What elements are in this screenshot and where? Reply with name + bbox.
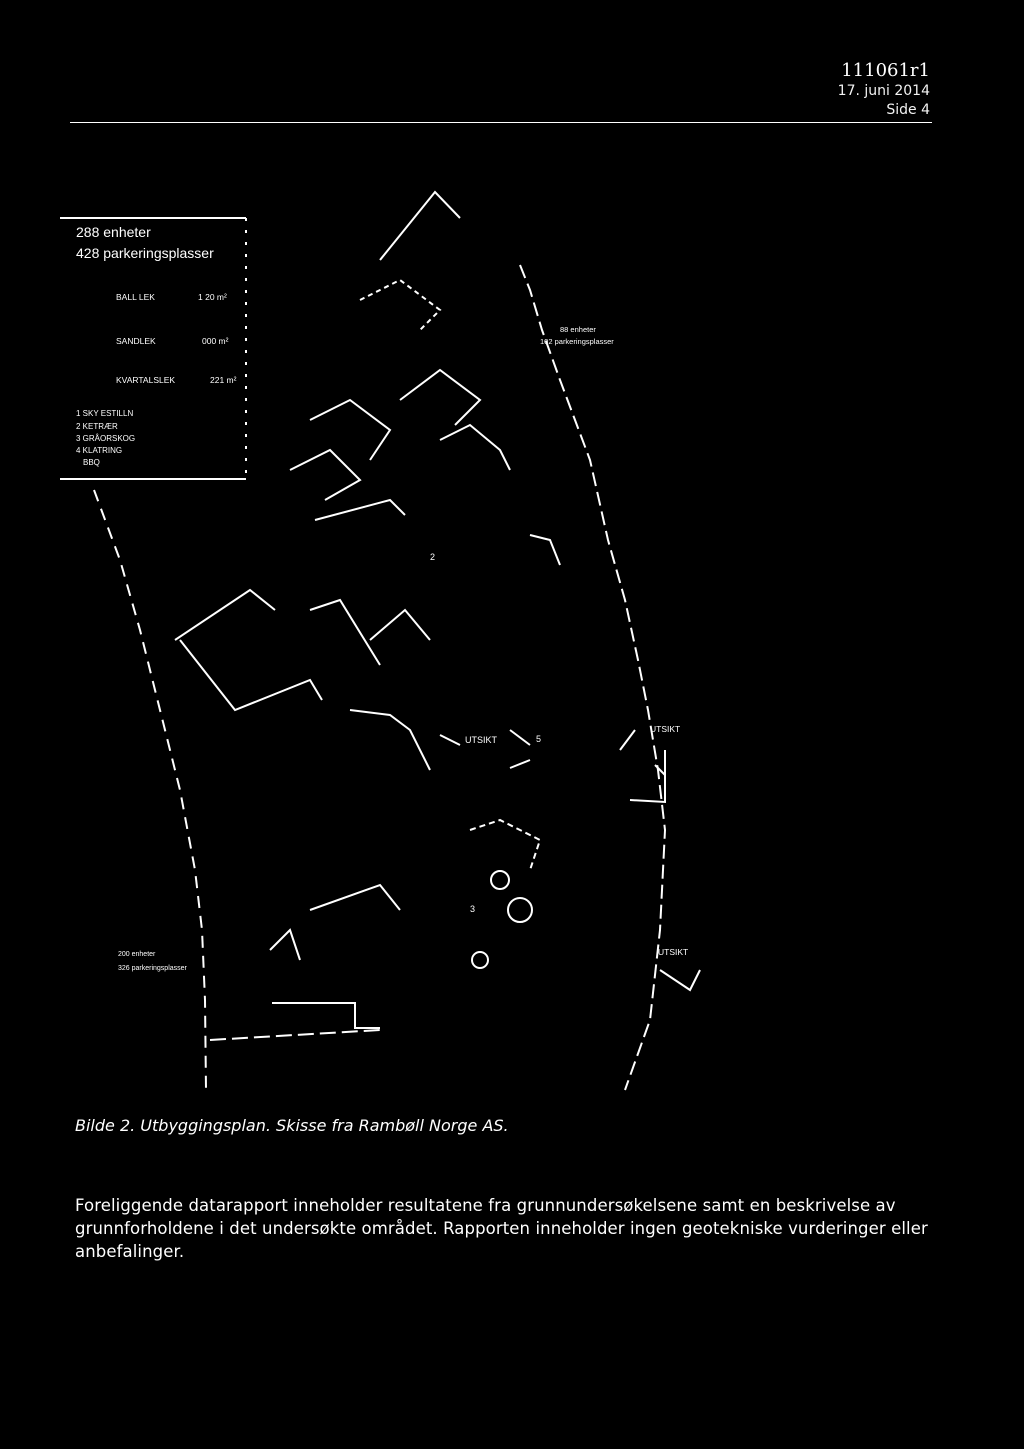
legend-item-sandlek: SANDLEK xyxy=(116,336,156,346)
building-north-4 xyxy=(439,423,511,471)
view-label-central: UTSIKT xyxy=(465,735,498,745)
marker-3: 3 xyxy=(470,904,475,914)
legend-area-sandlek: 000 m² xyxy=(202,336,229,346)
building-south-4 xyxy=(209,1029,381,1041)
marker-5: 5 xyxy=(536,734,541,744)
north-area-units: 88 enheter xyxy=(560,325,596,334)
building-central-1 xyxy=(174,588,276,641)
page-header: 111061r1 17. juni 2014 Side 4 xyxy=(838,60,930,120)
building-north-2 xyxy=(399,368,482,426)
south-area-parking: 326 parkeringsplasser xyxy=(118,965,188,972)
site-plan-drawing: 288 enheter 428 parkeringsplasser BALL L… xyxy=(60,190,701,1091)
north-area-parking: 102 parkeringsplasser xyxy=(540,337,614,346)
view-arrow-central-icon xyxy=(509,729,531,769)
boundary-east-line xyxy=(519,264,667,1091)
tree-cluster-north xyxy=(529,534,561,566)
building-south-2 xyxy=(269,928,301,961)
building-central-3 xyxy=(309,598,381,666)
legend-parking-summary: 428 parkeringsplasser xyxy=(76,245,214,261)
header-rule xyxy=(70,122,932,123)
view-arrow-east-icon xyxy=(619,729,666,776)
legend-area-kvartalslek: 221 m² xyxy=(210,375,237,385)
body-paragraph: Foreliggende datarapport inneholder resu… xyxy=(75,1196,928,1261)
legend-units-summary: 288 enheter xyxy=(76,224,151,240)
marker-2: 2 xyxy=(430,552,435,562)
building-central-2 xyxy=(179,639,323,712)
building-north-1 xyxy=(309,398,392,461)
building-north-3 xyxy=(289,448,362,501)
page-number: Side 4 xyxy=(886,102,930,118)
boundary-west-line xyxy=(93,489,207,1091)
tree-south-2 xyxy=(490,870,510,890)
building-central-5 xyxy=(349,709,431,771)
building-north-6 xyxy=(359,278,442,331)
boundary-east-jog xyxy=(629,750,666,804)
building-south-3 xyxy=(272,1002,380,1029)
view-label-east: UTSIKT xyxy=(650,724,680,734)
south-area-units: 200 enheter xyxy=(118,951,156,958)
building-north-5 xyxy=(314,498,406,521)
document-number: 111061r1 xyxy=(841,60,930,81)
legend-item-ball-lek: BALL LEK xyxy=(116,292,155,302)
building-central-6 xyxy=(439,734,461,746)
legend-list-item-5: BBQ xyxy=(83,458,100,467)
document-date: 17. juni 2014 xyxy=(837,83,930,99)
building-south-5 xyxy=(469,818,542,871)
legend-list-item-3: 3 GRÅORSKOG xyxy=(76,434,135,443)
site-plan-sketch: 288 enheter 428 parkeringsplasser BALL L… xyxy=(60,170,960,1110)
view-arrow-south-icon xyxy=(659,969,701,992)
figure-caption: Bilde 2. Utbyggingsplan. Skisse fra Ramb… xyxy=(75,1116,509,1135)
building-central-4 xyxy=(369,608,431,641)
tree-south-3 xyxy=(471,951,489,969)
legend-item-kvartalslek: KVARTALSLEK xyxy=(116,375,175,385)
legend-area-ball-lek: 1 20 m² xyxy=(198,292,227,302)
legend-list-item-2: 2 KETRÆR xyxy=(76,422,118,431)
boundary-north-tip xyxy=(379,190,461,261)
legend-list-item-1: 1 SKY ESTILLN xyxy=(76,409,133,418)
building-south-1 xyxy=(309,883,401,911)
view-label-south: UTSIKT xyxy=(658,947,688,957)
tree-south-1 xyxy=(507,897,533,923)
legend-list-item-4: 4 KLATRING xyxy=(76,446,122,455)
